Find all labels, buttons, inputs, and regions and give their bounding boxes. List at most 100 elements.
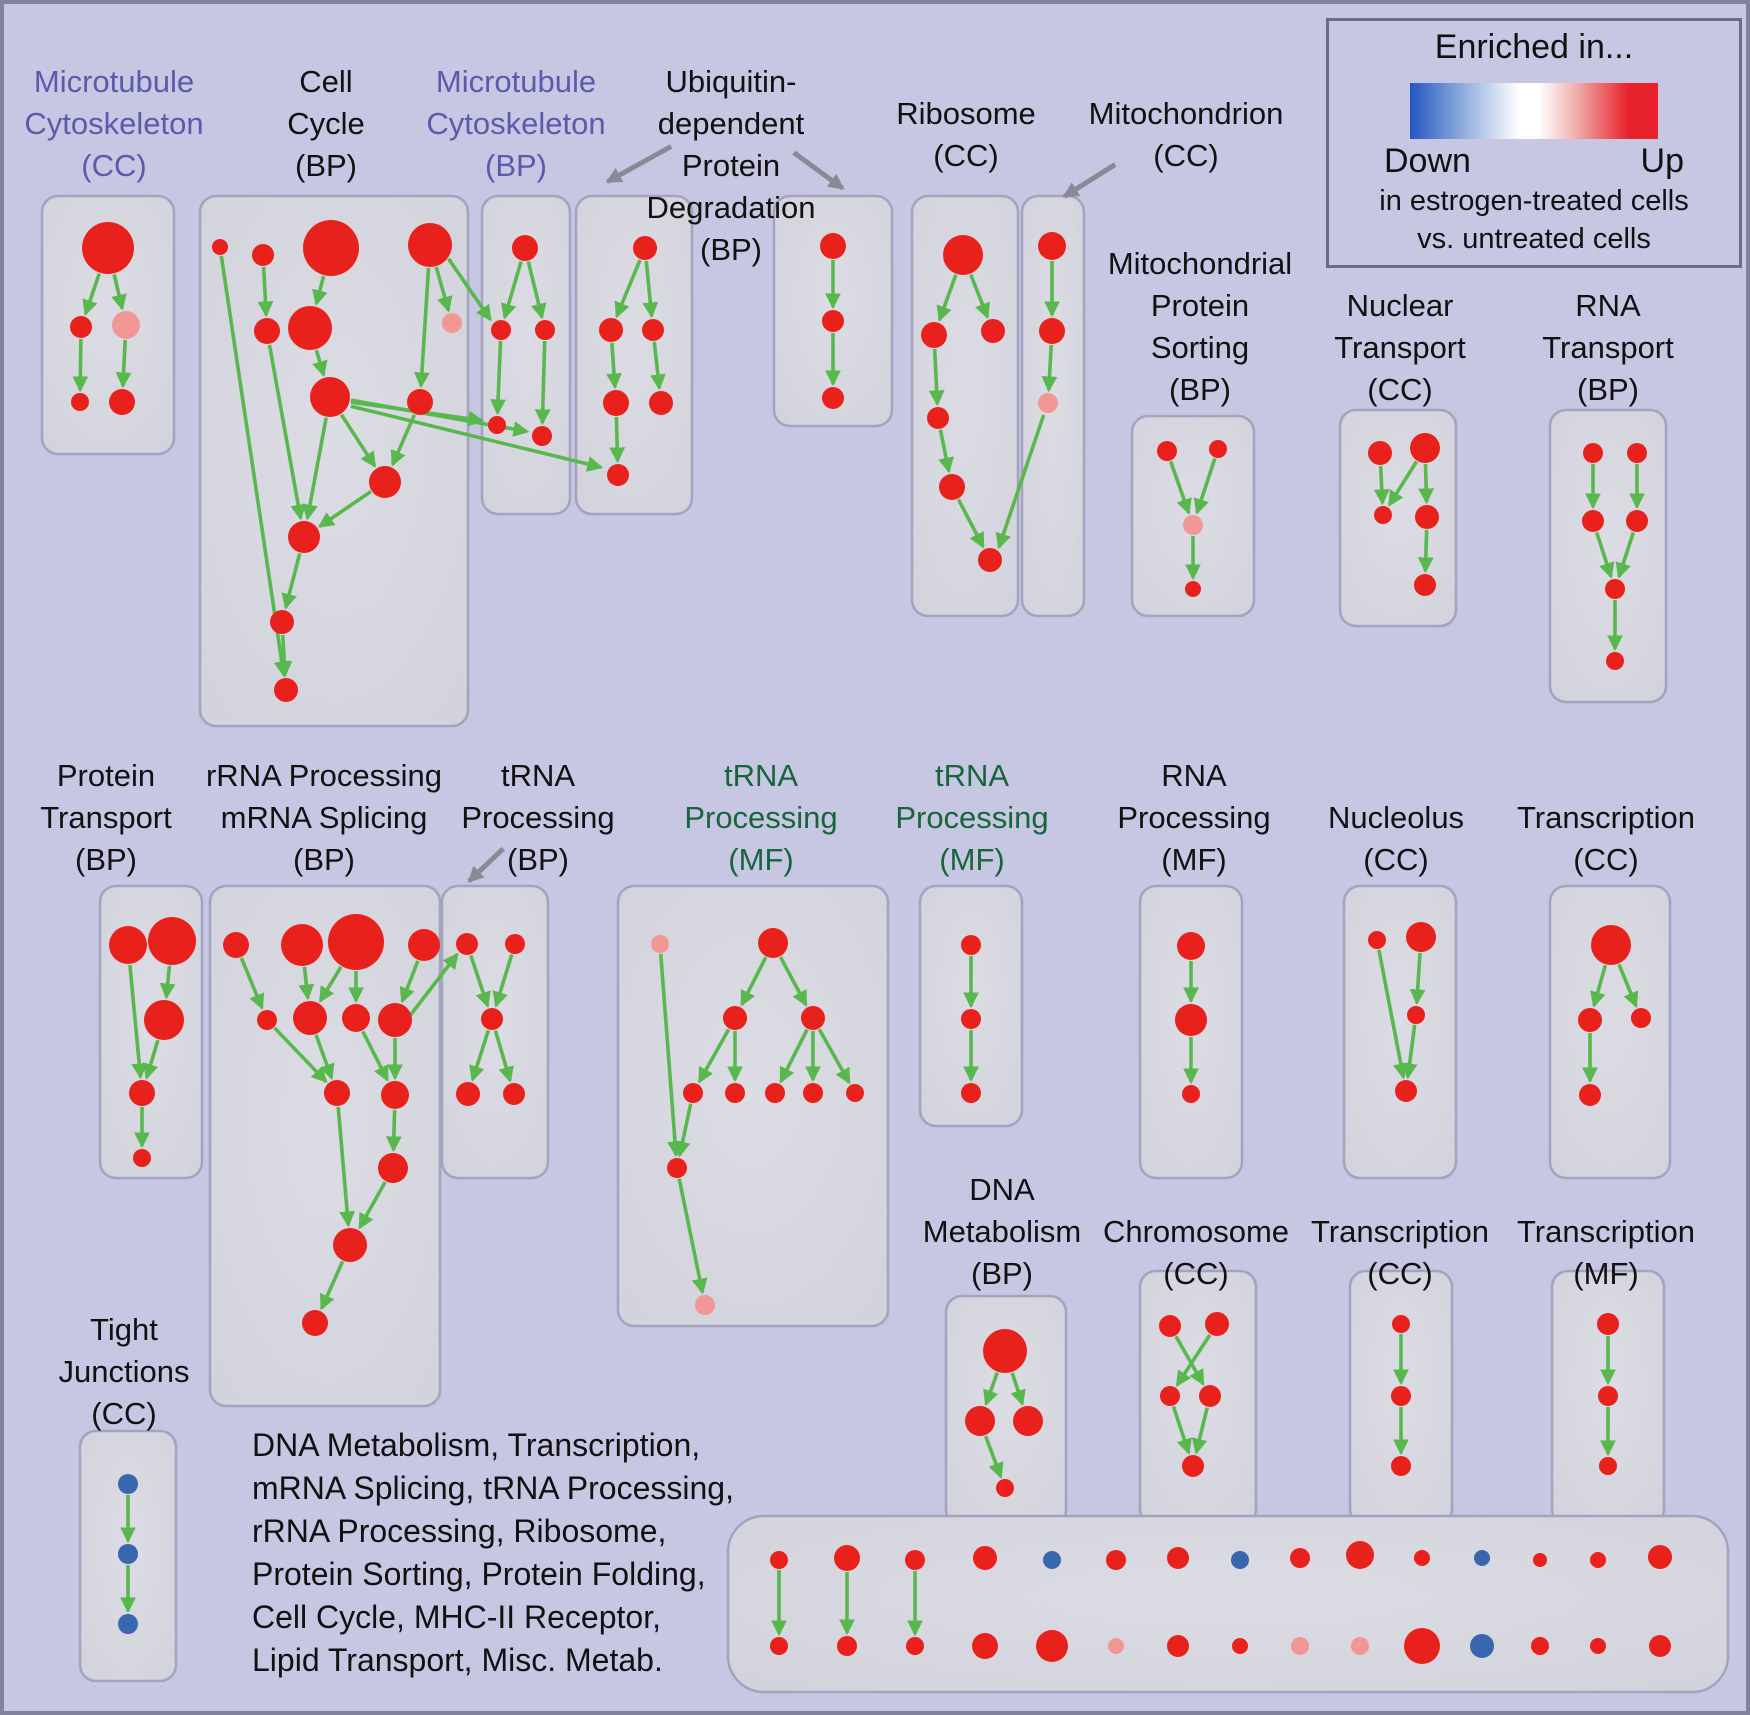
node-ribosome-cc-4	[939, 474, 965, 500]
node-nuclear-transport-cc-4	[1414, 574, 1436, 596]
edge-trna-processing-bp-1-2	[492, 953, 514, 1008]
node-misc-group-2	[905, 1550, 925, 1570]
edge-microtubule-cytoskeleton-bp-0-2	[526, 261, 547, 320]
node-nuclear-transport-cc-2	[1374, 506, 1392, 524]
edge-trna-processing-mf-a-3-8	[817, 1028, 851, 1085]
node-misc-group-26	[1470, 1634, 1494, 1658]
node-mitochondrion-cc-2	[1038, 393, 1058, 413]
edge-transcription-cc-a-0-2	[1617, 963, 1639, 1009]
node-microtubule-cytoskeleton-cc-3	[71, 393, 89, 411]
edge-rrna-processing-mrna-splicing-bp-4-8	[273, 1026, 328, 1084]
edge-rrna-processing-mrna-splicing-bp-1-5	[298, 966, 315, 1001]
edge-cell-cycle-bp-5-7	[312, 349, 328, 378]
node-rrna-processing-mrna-splicing-bp-11	[333, 1228, 367, 1262]
cluster-box-transcription-cc-a	[1548, 884, 1672, 1180]
node-microtubule-cytoskeleton-bp-0	[512, 235, 538, 261]
edge-microtubule-cytoskeleton-cc-1-3	[72, 338, 89, 393]
node-dna-metabolism-bp-1	[965, 1406, 995, 1436]
node-cell-cycle-bp-11	[270, 610, 294, 634]
legend-subtitle-line2: vs. untreated cells	[1417, 223, 1651, 255]
edge-protein-transport-bp-0-3	[128, 964, 148, 1080]
cross-edge-3	[447, 257, 492, 322]
node-nucleolus-cc-1	[1406, 922, 1436, 952]
cluster-box-ubiquitin-degradation-bp-a	[574, 194, 694, 516]
edge-cell-cycle-bp-0-12	[219, 255, 290, 678]
legend-up-label: Up	[1640, 142, 1684, 180]
node-ubiquitin-degradation-bp-b-2	[822, 387, 844, 409]
node-cell-cycle-bp-4	[254, 318, 280, 344]
edge-chromosome-cc-1-2	[1175, 1333, 1212, 1387]
node-ubiquitin-degradation-bp-a-3	[603, 390, 629, 416]
node-trna-processing-bp-3	[456, 1082, 480, 1106]
node-ubiquitin-degradation-bp-a-2	[642, 319, 664, 341]
misc-note-line: Cell Cycle, MHC-II Receptor,	[252, 1599, 661, 1635]
edge-rrna-processing-mrna-splicing-bp-5-8	[314, 1034, 335, 1081]
node-ubiquitin-degradation-bp-b-0	[820, 233, 846, 259]
node-trna-processing-mf-b-1	[961, 1009, 981, 1029]
node-rrna-processing-mrna-splicing-bp-8	[324, 1080, 350, 1106]
node-cell-cycle-bp-7	[310, 377, 350, 417]
misc-note-line: Lipid Transport, Misc. Metab.	[252, 1642, 663, 1678]
node-misc-group-1	[834, 1545, 860, 1571]
edge-cell-cycle-bp-10-11	[281, 553, 302, 610]
node-ribosome-cc-5	[978, 548, 1002, 572]
edge-rrna-processing-mrna-splicing-bp-3-7	[399, 960, 420, 1004]
node-misc-group-6	[1167, 1547, 1189, 1569]
edge-trna-processing-bp-2-3	[469, 1029, 491, 1082]
edge-microtubule-cytoskeleton-bp-1-3	[490, 340, 506, 416]
node-rna-processing-mf-0	[1177, 932, 1205, 960]
cluster-box-ribosome-cc	[910, 194, 1020, 618]
edge-nuclear-transport-cc-1-3	[1418, 463, 1435, 505]
legend-subtitle-line1: in estrogen-treated cells	[1379, 185, 1689, 217]
edge-cell-cycle-bp-7-10	[302, 417, 328, 521]
node-chromosome-cc-4	[1182, 1455, 1204, 1477]
misc-note-line: Protein Sorting, Protein Folding,	[252, 1556, 706, 1592]
node-rrna-processing-mrna-splicing-bp-1	[281, 924, 323, 966]
edge-ribosome-cc-3-4	[938, 429, 954, 474]
edge-cell-cycle-bp-7-9	[339, 413, 377, 468]
node-mitochondrial-protein-sorting-bp-3	[1185, 581, 1201, 597]
node-rrna-processing-mrna-splicing-bp-3	[408, 929, 440, 961]
node-mitochondrial-protein-sorting-bp-1	[1209, 440, 1227, 458]
node-misc-group-9	[1346, 1541, 1374, 1569]
node-ubiquitin-degradation-bp-a-4	[649, 391, 673, 415]
node-trna-processing-mf-a-10	[695, 1295, 715, 1315]
node-protein-transport-bp-1	[148, 917, 196, 965]
edge-trna-processing-bp-0-2	[469, 954, 491, 1008]
node-ubiquitin-degradation-bp-a-1	[599, 318, 623, 342]
edge-trna-processing-mf-a-0-9	[658, 953, 683, 1158]
node-rrna-processing-mrna-splicing-bp-5	[293, 1001, 327, 1035]
label-mitochondrion-cc: Mitochondrion(CC)	[1089, 96, 1284, 173]
edge-trna-processing-mf-a-9-10	[677, 1178, 708, 1295]
label-nucleolus-cc: Nucleolus(CC)	[1328, 800, 1464, 877]
node-microtubule-cytoskeleton-cc-4	[109, 389, 135, 415]
node-trna-processing-bp-2	[481, 1008, 503, 1030]
cluster-box-nucleolus-cc	[1342, 884, 1458, 1180]
annotation-arrow-1	[792, 150, 845, 191]
node-cell-cycle-bp-9	[369, 466, 401, 498]
node-cell-cycle-bp-5	[288, 306, 332, 350]
node-transcription-cc-a-0	[1591, 925, 1631, 965]
node-misc-group-18	[972, 1633, 998, 1659]
node-misc-group-20	[1108, 1638, 1124, 1654]
node-rrna-processing-mrna-splicing-bp-6	[342, 1004, 370, 1032]
misc-note-line: DNA Metabolism, Transcription,	[252, 1427, 701, 1463]
edge-cell-cycle-bp-8-9	[390, 414, 417, 467]
node-trna-processing-mf-a-9	[667, 1158, 687, 1178]
node-misc-group-11	[1474, 1550, 1490, 1566]
node-microtubule-cytoskeleton-bp-1	[491, 320, 511, 340]
edge-microtubule-cytoskeleton-bp-0-1	[500, 260, 523, 320]
node-cell-cycle-bp-10	[288, 521, 320, 553]
node-protein-transport-bp-4	[133, 1149, 151, 1167]
node-trna-processing-mf-a-7	[803, 1083, 823, 1103]
node-ubiquitin-degradation-bp-a-0	[633, 236, 657, 260]
